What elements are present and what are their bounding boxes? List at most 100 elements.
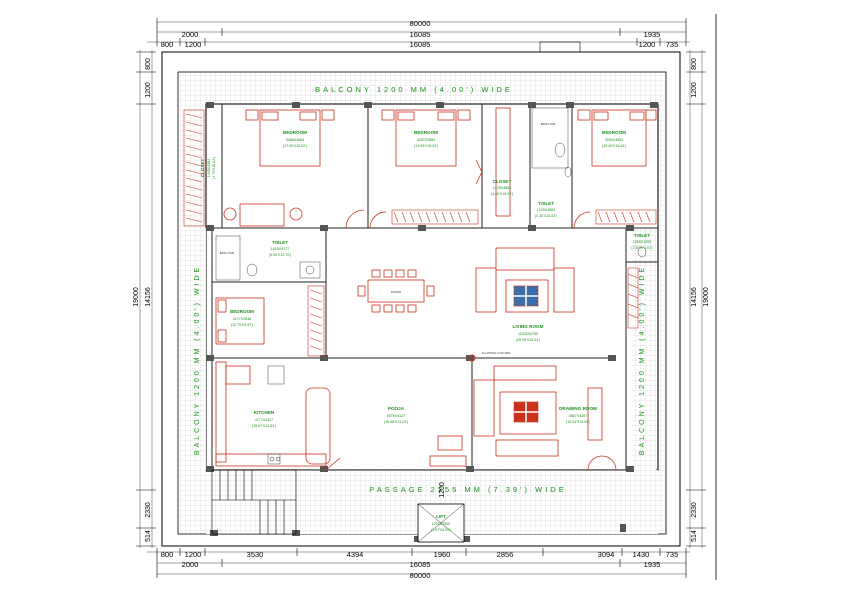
dim-top-sub-right-a: 1200 xyxy=(639,40,656,49)
label-living: LIVING ROOM 11542X4755 (28.95'X45.44') xyxy=(513,324,544,342)
label-bedroom3: BEDROOM 3200X4584 (10.49'X15.02') xyxy=(602,130,626,148)
label-toilet-right: TOILET 1065X1200 (3.50'X 3.93') xyxy=(631,233,652,250)
svg-text:(1.97'X4.92'): (1.97'X4.92') xyxy=(431,528,451,532)
toilet-mid-fixtures xyxy=(531,107,572,178)
svg-text:1429X4584: 1429X4584 xyxy=(493,186,511,190)
right-wall-hatch xyxy=(627,267,639,329)
svg-text:5486X4584: 5486X4584 xyxy=(286,138,304,142)
svg-text:TOILET: TOILET xyxy=(272,240,288,245)
svg-text:1445X4584: 1445X4584 xyxy=(207,159,211,177)
bedroom4-wardrobe xyxy=(307,285,325,357)
svg-text:11542X4755: 11542X4755 xyxy=(518,332,538,336)
svg-text:(6.00'X12.70'): (6.00'X12.70') xyxy=(269,253,291,257)
label-kitchen: KITCHEN 4777X4127 (15.67'X13.53') xyxy=(252,410,276,428)
label-lift: LIFT 1200X1500 (1.97'X4.92') xyxy=(431,514,451,532)
note-dining: DINING xyxy=(391,290,402,294)
dim-right-top-b: 800 xyxy=(691,58,698,70)
bedroom3-wardrobe xyxy=(595,209,657,225)
svg-text:(4.69'X15.02'): (4.69'X15.02') xyxy=(491,192,513,196)
dim-left-bot-a: 2330 xyxy=(145,502,152,518)
balcony-top-label: BALCONY 1200 MM (4.00') WIDE xyxy=(315,85,513,94)
dim-right-bot-b: 514 xyxy=(691,530,698,542)
svg-text:BEDROOM: BEDROOM xyxy=(414,130,438,135)
label-closet-mid: CLOSET 1429X4584 (4.69'X15.02') xyxy=(491,179,513,196)
dim-right-height: 14156 xyxy=(691,287,698,307)
svg-text:(3.50'X 3.93'): (3.50'X 3.93') xyxy=(631,246,652,250)
label-toilet-mid: TOILET 1329X4584 (4.36'X15.02') xyxy=(535,201,557,218)
dim-bot-right: 1935 xyxy=(644,560,661,569)
label-toilet-left: TOILET 1829X4177 (6.00'X12.70') xyxy=(269,240,291,257)
svg-text:KITCHEN: KITCHEN xyxy=(254,410,275,415)
living-sofa-set xyxy=(475,247,575,313)
closet-left-hatch xyxy=(183,109,205,227)
svg-text:(28.95'X45.44'): (28.95'X45.44') xyxy=(516,338,540,342)
label-closet-left: CLOSET 1445X4584 (4.73'X15.02') xyxy=(200,157,216,179)
dim-top-total: 80000 xyxy=(410,19,431,28)
dim-top-sub-left-a: 800 xyxy=(161,40,174,49)
balcony-right-label: BALCONY 1200 MM (4.00') WIDE xyxy=(639,265,646,455)
dim-bot-e: 1960 xyxy=(434,550,451,559)
dim-left-total: 19000 xyxy=(133,287,140,307)
svg-text:1200X1500: 1200X1500 xyxy=(432,522,450,526)
dim-top-right: 1935 xyxy=(644,30,661,39)
svg-text:(4.36'X15.02'): (4.36'X15.02') xyxy=(535,214,557,218)
bedroom2-wardrobe xyxy=(391,209,479,225)
left-dimensions: 800 1200 14156 19000 2330 514 xyxy=(133,50,156,548)
lift-dim: 1200 xyxy=(439,482,446,498)
dining-table xyxy=(357,269,435,313)
note-floating-column: FLOATING COLUMN xyxy=(482,351,511,355)
svg-text:BEDROOM: BEDROOM xyxy=(283,130,307,135)
dim-top-sub-right-b: 735 xyxy=(666,40,679,49)
dim-left-bot-b: 514 xyxy=(145,530,152,542)
interior-walls xyxy=(206,104,658,471)
dim-bot-total-left: 2000 xyxy=(182,560,199,569)
svg-text:(16.66'X13.53'): (16.66'X13.53') xyxy=(384,420,408,424)
dim-top-sub-left-b: 1200 xyxy=(185,40,202,49)
dim-bot-d: 4394 xyxy=(347,550,364,559)
svg-text:CLOSET: CLOSET xyxy=(200,158,205,177)
dim-bot-total: 80000 xyxy=(410,571,431,580)
svg-text:DRAWING ROOM: DRAWING ROOM xyxy=(559,406,597,411)
passage-label: PASSAGE 2255 MM (7.39') WIDE xyxy=(369,485,566,494)
svg-text:LIFT: LIFT xyxy=(436,514,446,519)
living-center-table xyxy=(513,285,539,307)
svg-text:(19.24'X13.98'): (19.24'X13.98') xyxy=(566,420,590,424)
svg-text:5867X4287: 5867X4287 xyxy=(569,414,587,418)
svg-text:4177X3048: 4177X3048 xyxy=(233,317,251,321)
dim-right-total: 19000 xyxy=(703,287,710,307)
dim-top-mid: 16085 xyxy=(410,30,431,39)
closet-mid-fixtures xyxy=(475,107,511,217)
dim-bot-b: 1200 xyxy=(185,550,202,559)
svg-text:(4.73'X15.02'): (4.73'X15.02') xyxy=(212,157,216,179)
dim-top-left: 2000 xyxy=(182,30,199,39)
staircase xyxy=(211,469,297,535)
toilet-left-fixtures xyxy=(215,235,321,281)
toilet-right-fixtures xyxy=(637,246,647,258)
bedroom1-furniture xyxy=(223,109,365,229)
svg-text:(10.49'X15.02'): (10.49'X15.02') xyxy=(602,144,626,148)
dim-right-bot-a: 2330 xyxy=(691,502,698,518)
svg-text:(17.99'X15.02'): (17.99'X15.02') xyxy=(283,144,307,148)
svg-text:(15.67'X13.53'): (15.67'X13.53') xyxy=(252,424,276,428)
svg-text:BEDROOM: BEDROOM xyxy=(602,130,626,135)
bedroom2-furniture xyxy=(369,109,471,229)
svg-text:TOILET: TOILET xyxy=(634,233,650,238)
label-bedroom2: BEDROOM 4267X4584 (13.99'X15.02') xyxy=(414,130,438,148)
slab-outline xyxy=(161,51,681,547)
svg-text:4777X4127: 4777X4127 xyxy=(255,418,273,422)
pooja-furniture xyxy=(325,435,467,471)
dim-bot-g: 3094 xyxy=(598,550,615,559)
svg-text:4267X4584: 4267X4584 xyxy=(417,138,435,142)
dim-top-sub-mid: 16085 xyxy=(410,40,431,49)
dim-left-top-b: 800 xyxy=(145,58,152,70)
top-ledge xyxy=(539,41,581,53)
label-bedroom1: BEDROOM 5486X4584 (17.99'X15.02') xyxy=(283,130,307,148)
dim-bot-f: 2856 xyxy=(497,550,514,559)
dim-left-height: 14156 xyxy=(145,287,152,307)
right-dimensions: 800 1200 14156 19000 2330 514 xyxy=(686,50,710,548)
svg-text:3200X4584: 3200X4584 xyxy=(605,138,623,142)
dim-bot-a: 800 xyxy=(161,550,174,559)
top-dimensions: 80000 2000 16085 1935 800 1200 16085 120… xyxy=(147,18,690,49)
bottom-dimensions: 800 1200 3530 4394 1960 2856 3094 1430 7… xyxy=(147,548,690,580)
label-bedroom4: BEDROOM 4177X3048 (12.70'X9.97') xyxy=(230,309,254,327)
